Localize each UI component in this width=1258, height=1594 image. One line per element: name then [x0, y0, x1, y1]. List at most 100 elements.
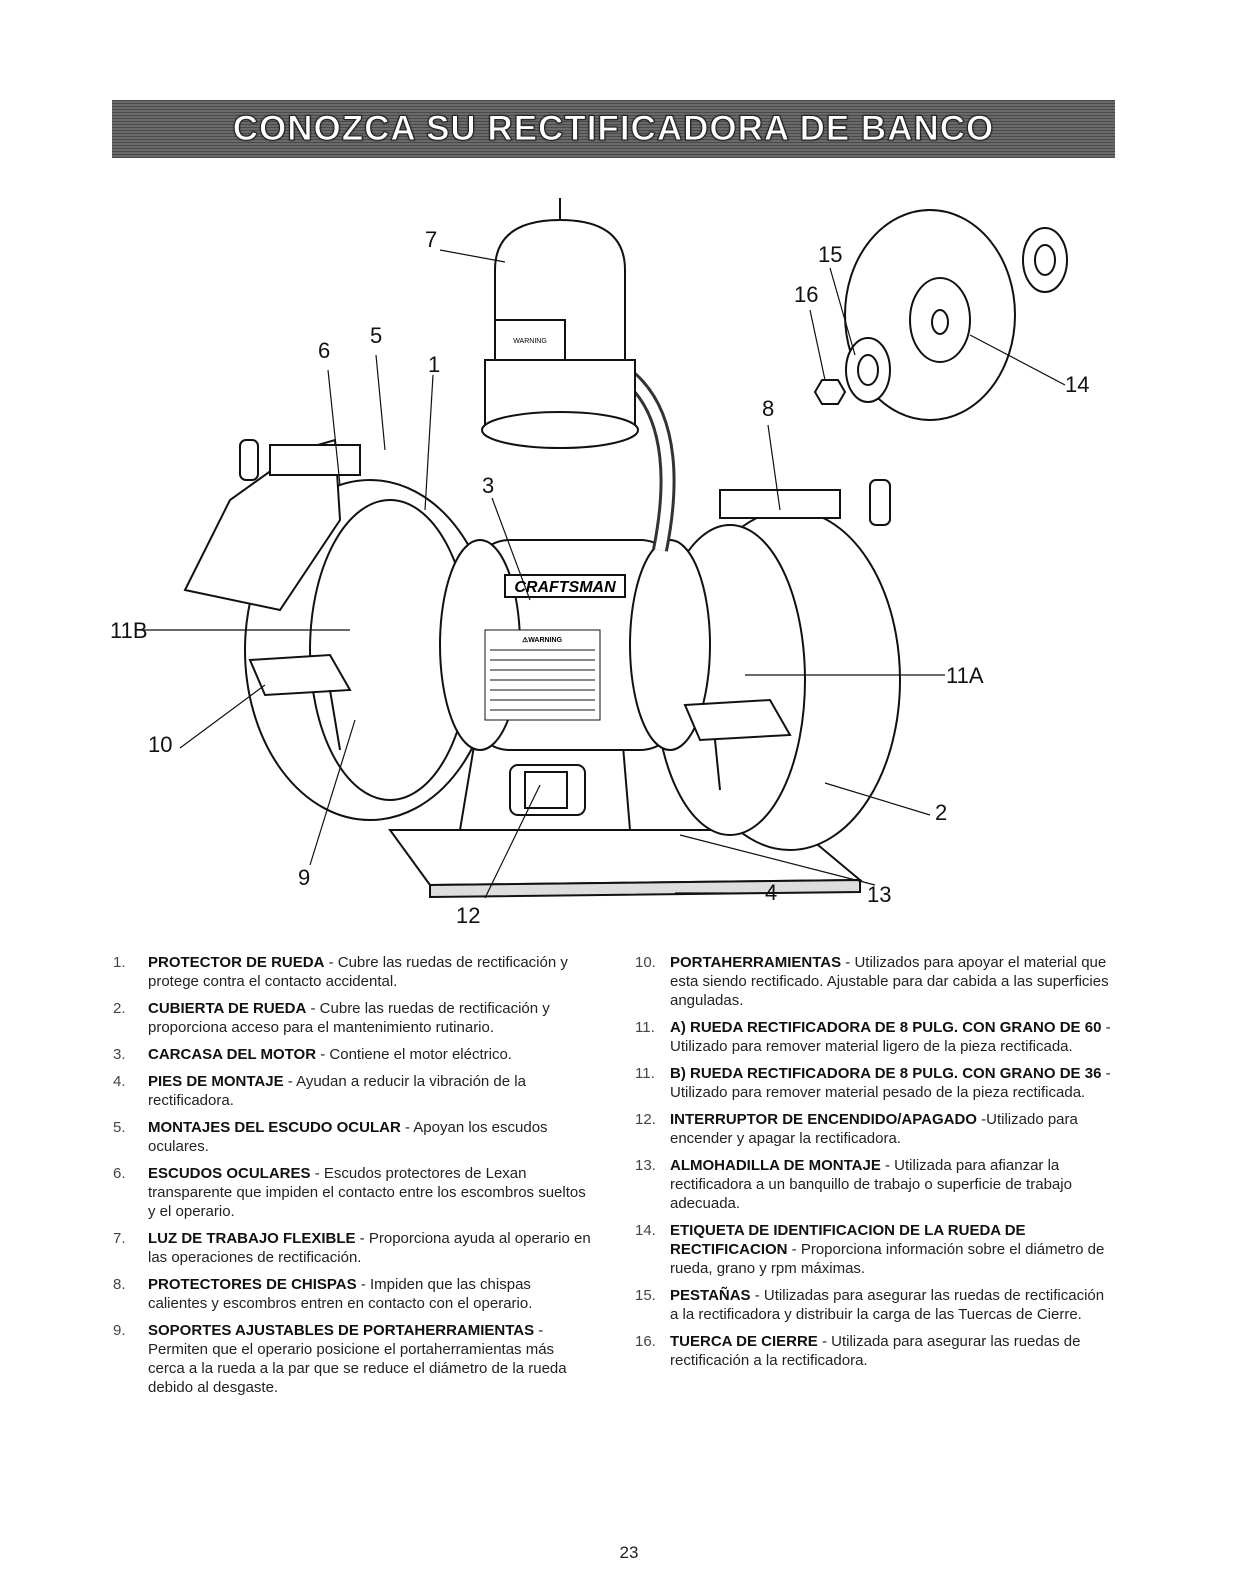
item-description: ESCUDOS OCULARES - Escudos protectores d…: [148, 1164, 593, 1221]
item-number: 11.: [635, 1019, 655, 1036]
parts-list-left: 1. PROTECTOR DE RUEDA - Cubre las ruedas …: [113, 953, 593, 1405]
item-title: PESTAÑAS: [670, 1287, 751, 1304]
item-number: 2.: [113, 1000, 126, 1017]
label-7: 7: [425, 227, 437, 252]
item-text: - Ayudan a reducir la vibración de la re…: [148, 1073, 526, 1109]
item-text: - Utilizado para remover material ligero…: [670, 1019, 1111, 1055]
label-4: 4: [765, 880, 777, 905]
item-title: B) RUEDA RECTIFICADORA DE 8 PULG. CON GR…: [670, 1065, 1102, 1082]
item-title: A) RUEDA RECTIFICADORA DE 8 PULG. CON GR…: [670, 1019, 1102, 1036]
item-description: PROTECTORES DE CHISPAS - Impiden que las…: [148, 1275, 593, 1313]
label-11b: 11B: [110, 618, 148, 643]
item-description: PORTAHERRAMIENTAS - Utilizados para apoy…: [670, 953, 1115, 1010]
item-description: ETIQUETA DE IDENTIFICACION DE LA RUEDA D…: [670, 1221, 1115, 1278]
item-number: 15.: [635, 1287, 656, 1304]
item-text: - Utilizada para asegurar las ruedas de …: [670, 1333, 1081, 1369]
item-number: 13.: [635, 1157, 656, 1174]
item-title: ETIQUETA DE IDENTIFICACION DE LA RUEDA D…: [670, 1222, 1026, 1258]
item-number: 7.: [113, 1230, 126, 1247]
parts-list-item: 9. SOPORTES AJUSTABLES DE PORTAHERRAMIENT…: [113, 1321, 593, 1397]
item-text: - Apoyan los escudos oculares.: [148, 1119, 548, 1155]
parts-list-item: 7.LUZ DE TRABAJO FLEXIBLE - Proporciona …: [113, 1229, 593, 1267]
parts-list-item: 13. ALMOHADILLA DE MONTAJE - Utilizada pa…: [635, 1156, 1115, 1213]
item-text: -Utilizado para encender y apagar la rec…: [670, 1111, 1078, 1147]
item-title: PROTECTOR DE RUEDA: [148, 954, 325, 971]
item-number: 1.: [113, 954, 126, 971]
parts-list-item: 12.INTERRUPTOR DE ENCENDIDO/APAGADO -Uti…: [635, 1110, 1115, 1148]
label-1: 1: [428, 352, 440, 377]
item-title: ALMOHADILLA DE MONTAJE: [670, 1157, 881, 1174]
title-banner: CONOZCA SU RECTIFICADORA DE BANCO: [112, 100, 1115, 158]
item-title: CARCASA DEL MOTOR: [148, 1046, 317, 1063]
item-number: 5.: [113, 1119, 126, 1136]
parts-list-item: 3. CARCASA DEL MOTOR - Contiene el motor …: [113, 1045, 593, 1064]
item-text: - Utilizadas para asegurar las ruedas de…: [670, 1287, 1105, 1323]
part-numbers: 7 6 5 1 3 8 11B 10 9 12 4 13 11A 2 15 16…: [110, 227, 1089, 928]
item-text: - Impiden que las chispas calientes y es…: [148, 1276, 533, 1312]
flange-far: [1022, 227, 1068, 293]
label-2: 2: [935, 800, 947, 825]
callout-lines: [140, 249, 1066, 899]
label-3: 3: [482, 473, 494, 498]
parts-list-item: 11.B) RUEDA RECTIFICADORA DE 8 PULG. CON…: [635, 1064, 1115, 1102]
item-number: 9.: [113, 1322, 126, 1339]
right-tool-rest: [683, 698, 792, 791]
item-number: 8.: [113, 1276, 126, 1293]
item-number: 4.: [113, 1073, 126, 1090]
item-description: MONTAJES DEL ESCUDO OCULAR - Apoyan los …: [148, 1118, 593, 1156]
item-description: CUBIERTA DE RUEDA - Cubre las ruedas de …: [148, 999, 593, 1037]
left-tool-rest: [248, 653, 352, 751]
label-12: 12: [456, 903, 480, 928]
parts-list-item: 11. A) RUEDA RECTIFICADORA DE 8 PULG. CON…: [635, 1018, 1115, 1056]
parts-list-item: 8. PROTECTORES DE CHISPAS - Impiden que l…: [113, 1275, 593, 1313]
item-description: B) RUEDA RECTIFICADORA DE 8 PULG. CON GR…: [670, 1064, 1115, 1102]
item-description: PIES DE MONTAJE - Ayudan a reducir la vi…: [148, 1072, 593, 1110]
item-title: INTERRUPTOR DE ENCENDIDO/APAGADO: [670, 1111, 977, 1128]
label-16: 16: [794, 282, 818, 307]
item-description: CARCASA DEL MOTOR - Contiene el motor el…: [148, 1045, 593, 1064]
item-text: - Proporciona ayuda al operario en las o…: [148, 1230, 591, 1266]
item-number: 6.: [113, 1165, 126, 1182]
parts-list-item: 4. PIES DE MONTAJE - Ayudan a reducir la …: [113, 1072, 593, 1110]
bench-grinder-diagram: 7 6 5 1 3 8 11B 10 9 12 4 13 11A 2 15 16…: [110, 198, 1089, 928]
item-number: 14.: [635, 1222, 656, 1239]
label-13: 13: [867, 882, 891, 907]
label-14: 14: [1065, 372, 1089, 397]
item-number: 10.: [635, 954, 656, 971]
motor-warning-label: ⚠WARNING: [522, 636, 563, 644]
parts-list-item: 16.TUERCA DE CIERRE - Utilizada para ase…: [635, 1332, 1115, 1370]
item-title: ESCUDOS OCULARES: [148, 1165, 311, 1182]
item-description: A) RUEDA RECTIFICADORA DE 8 PULG. CON GR…: [670, 1018, 1115, 1056]
item-text: - Cubre las ruedas de rectificación y pr…: [148, 1000, 550, 1036]
item-text: - Escudos protectores de Lexan transpare…: [148, 1165, 586, 1220]
lamp-warning-label: WARNING: [513, 338, 547, 345]
item-text: - Cubre las ruedas de rectificación y pr…: [148, 954, 568, 990]
item-title: MONTAJES DEL ESCUDO OCULAR: [148, 1119, 401, 1136]
warning-label-lines: [490, 649, 595, 711]
flange: [845, 337, 891, 403]
page-title: CONOZCA SU RECTIFICADORA DE BANCO: [232, 109, 995, 149]
label-9: 9: [298, 865, 310, 890]
brand-logo: CRAFTSMAN: [514, 579, 616, 596]
item-text: - Permiten que el operario posicione el …: [148, 1322, 567, 1396]
label-6: 6: [318, 338, 330, 363]
label-15: 15: [818, 242, 842, 267]
item-description: PESTAÑAS - Utilizadas para asegurar las …: [670, 1286, 1115, 1324]
label-5: 5: [370, 323, 382, 348]
item-number: 3.: [113, 1046, 126, 1063]
item-text: - Utilizado para remover material pesado…: [670, 1065, 1111, 1101]
label-11a: 11A: [946, 663, 984, 688]
item-title: SOPORTES AJUSTABLES DE PORTAHERRAMIENTAS: [148, 1322, 535, 1339]
lock-nut: [813, 379, 847, 405]
item-description: INTERRUPTOR DE ENCENDIDO/APAGADO -Utiliz…: [670, 1110, 1115, 1148]
left-eye-shield: [183, 438, 361, 612]
label-10: 10: [148, 732, 172, 757]
item-description: ALMOHADILLA DE MONTAJE - Utilizada para …: [670, 1156, 1115, 1213]
item-text: - Proporciona información sobre el diáme…: [670, 1241, 1105, 1277]
parts-list-item: 10. PORTAHERRAMIENTAS - Utilizados para a…: [635, 953, 1115, 1010]
item-title: CUBIERTA DE RUEDA: [148, 1000, 307, 1017]
item-number: 16.: [635, 1333, 656, 1350]
label-8: 8: [762, 396, 774, 421]
power-switch: [509, 764, 586, 816]
right-eye-shield: [719, 479, 891, 526]
